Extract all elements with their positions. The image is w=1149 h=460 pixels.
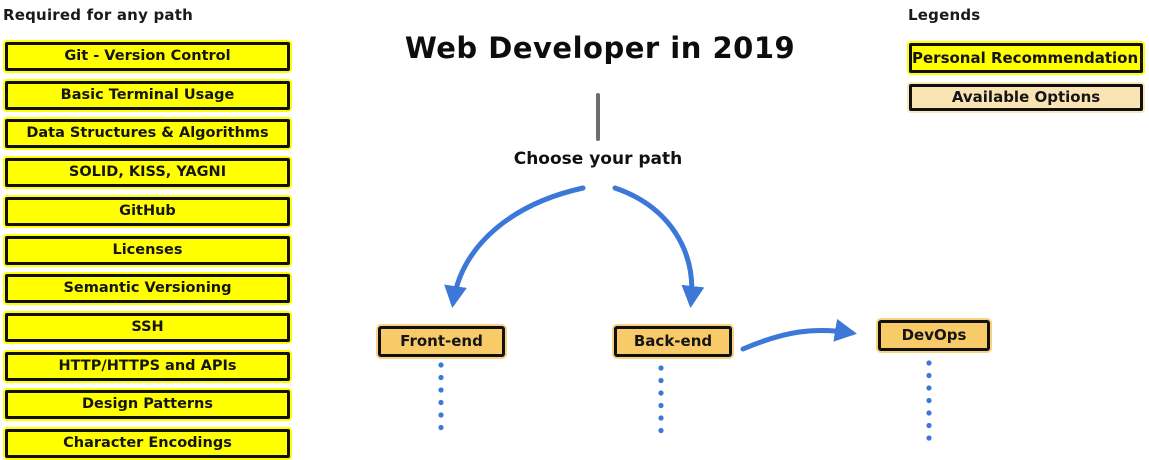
legend-available-options: Available Options: [909, 84, 1143, 111]
path-node-backend: Back-end: [614, 326, 732, 357]
required-item-solid-kiss-yagni: SOLID, KISS, YAGNI: [5, 158, 290, 187]
frontend-dotted-line-icon: [438, 362, 444, 431]
choose-your-path-label: Choose your path: [513, 149, 683, 169]
page-title: Web Developer in 2019: [404, 31, 796, 65]
required-item-character-encodings: Character Encodings: [5, 429, 290, 458]
required-item-terminal: Basic Terminal Usage: [5, 81, 290, 110]
path-node-frontend: Front-end: [378, 326, 505, 357]
required-item-licenses: Licenses: [5, 236, 290, 265]
curved-arrow-down-left-icon: [444, 185, 586, 308]
curved-arrow-down-right-icon: [612, 185, 705, 308]
legend-personal-recommendation: Personal Recommendation!: [909, 43, 1145, 73]
required-item-http-apis: HTTP/HTTPS and APIs: [5, 352, 290, 381]
required-item-design-patterns: Design Patterns: [5, 390, 290, 419]
required-item-data-structures: Data Structures & Algorithms: [5, 119, 290, 148]
required-item-ssh: SSH: [5, 313, 290, 342]
backend-dotted-line-icon: [658, 365, 664, 434]
required-item-semantic-versioning: Semantic Versioning: [5, 274, 290, 303]
path-node-devops: DevOps: [878, 320, 990, 351]
title-stem-line: [596, 93, 600, 141]
required-item-github: GitHub: [5, 197, 290, 226]
curved-arrow-right-icon: [740, 318, 857, 352]
devops-dotted-line-icon: [926, 360, 932, 441]
required-item-git: Git - Version Control: [5, 42, 290, 71]
required-section-heading: Required for any path: [3, 6, 193, 24]
legend-section-heading: Legends: [908, 6, 981, 24]
